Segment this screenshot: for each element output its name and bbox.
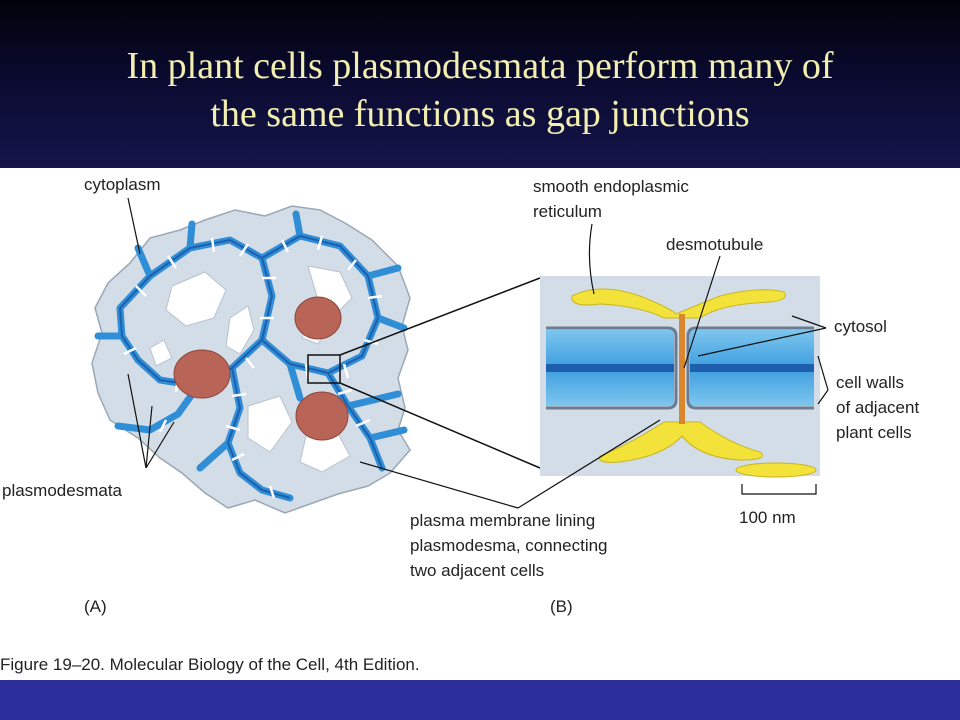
label-ser-line1: smooth endoplasmic (533, 177, 689, 196)
label-ser-line2: reticulum (533, 202, 602, 221)
smooth-er (571, 288, 786, 319)
slide-title: In plant cells plasmodesmata perform man… (0, 42, 960, 138)
zoom-box (307, 354, 341, 384)
label-panel-a: (A) (84, 597, 107, 616)
label-panel-b: (B) (550, 597, 573, 616)
desmotubule (679, 314, 685, 424)
vacuoles (149, 265, 353, 473)
label-cytoplasm: cytoplasm (84, 175, 161, 194)
footer-bar (0, 680, 960, 720)
zoom-line-bottom (339, 382, 541, 469)
label-cellwalls-line3: plant cells (836, 423, 912, 442)
tissue-section (91, 205, 411, 514)
nucleus-2 (294, 296, 342, 340)
plasmodesma-detail (540, 276, 820, 478)
label-cellwalls-line1: cell walls (836, 373, 904, 392)
zoom-line-top (339, 277, 541, 356)
nucleus-1 (173, 349, 231, 399)
label-plasmodesmata: plasmodesmata (2, 481, 123, 500)
label-cytosol: cytosol (834, 317, 887, 336)
label-pm-line1: plasma membrane lining (410, 511, 595, 530)
slide-header: In plant cells plasmodesmata perform man… (0, 0, 960, 168)
plasma-membrane (546, 326, 678, 410)
label-cellwalls-line2: of adjacent (836, 398, 919, 417)
title-line-1: In plant cells plasmodesmata perform man… (126, 45, 834, 87)
label-pm-line2: plasmodesma, connecting (410, 536, 608, 555)
label-scale: 100 nm (739, 508, 796, 527)
figure-panel: cytoplasm plasmodesmata (A) smooth endop… (0, 168, 960, 680)
label-desmotubule: desmotubule (666, 235, 763, 254)
nucleus-3 (295, 391, 349, 441)
figure-caption: Figure 19–20. Molecular Biology of the C… (0, 655, 420, 674)
label-pm-line3: two adjacent cells (410, 561, 544, 580)
leader-lines (127, 197, 829, 509)
plasmodesmata-diagram: cytoplasm plasmodesmata (A) smooth endop… (0, 175, 919, 674)
title-line-2: the same functions as gap junctions (210, 93, 750, 135)
